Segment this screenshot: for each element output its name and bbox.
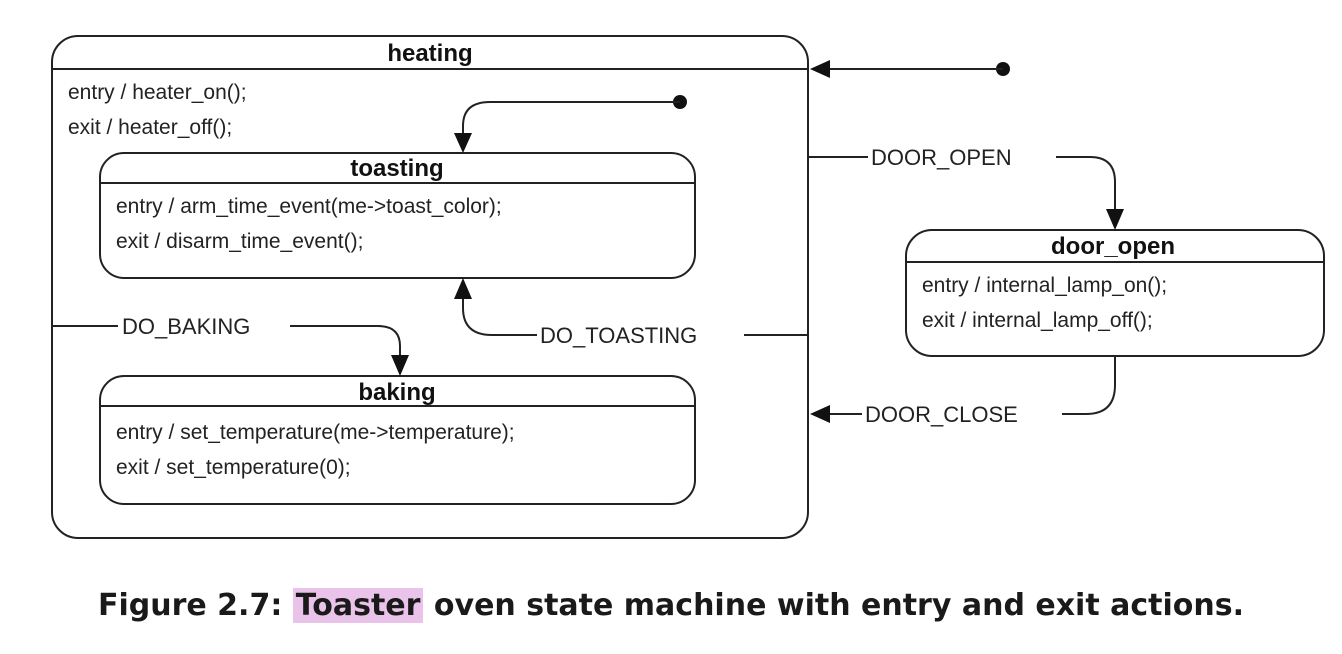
- transition-do-toasting: DO_TOASTING: [454, 278, 808, 348]
- baking-entry-action: entry / set_temperature(me->temperature)…: [116, 421, 515, 444]
- baking-exit-action: exit / set_temperature(0);: [116, 456, 351, 479]
- toasting-exit-action: exit / disarm_time_event();: [116, 230, 363, 253]
- initial-transition-toasting: [454, 95, 687, 153]
- caption-rest: oven state machine with entry and exit a…: [423, 588, 1244, 623]
- do-baking-event-label: DO_BAKING: [122, 314, 250, 339]
- door-open-title: door_open: [1051, 233, 1175, 260]
- transition-door-open: DOOR_OPEN: [808, 145, 1124, 230]
- door-close-event-label: DOOR_CLOSE: [865, 402, 1018, 427]
- door-open-event-label: DOOR_OPEN: [871, 145, 1012, 170]
- figure-caption: Figure 2.7: Toaster oven state machine w…: [0, 588, 1342, 623]
- arrowhead-icon: [810, 60, 830, 78]
- arrowhead-icon: [454, 278, 472, 299]
- toasting-title: toasting: [350, 155, 443, 182]
- transition-do-baking: DO_BAKING: [52, 314, 409, 376]
- caption-prefix: Figure 2.7:: [97, 588, 293, 623]
- heating-entry-action: entry / heater_on();: [68, 81, 247, 104]
- transition-door-close: DOOR_CLOSE: [810, 356, 1116, 427]
- door-open-exit-action: exit / internal_lamp_off();: [922, 309, 1153, 332]
- state-toasting: toasting entry / arm_time_event(me->toas…: [99, 152, 696, 279]
- arrowhead-icon: [391, 355, 409, 376]
- arrowhead-icon: [454, 133, 472, 153]
- baking-title: baking: [358, 379, 435, 406]
- do-toasting-event-label: DO_TOASTING: [540, 323, 697, 348]
- initial-transition-heating: [810, 60, 1010, 78]
- arrowhead-icon: [1106, 209, 1124, 230]
- heating-title: heating: [387, 40, 472, 67]
- state-door-open: door_open entry / internal_lamp_on(); ex…: [905, 229, 1325, 357]
- toasting-entry-action: entry / arm_time_event(me->toast_color);: [116, 195, 502, 218]
- arrowhead-icon: [810, 405, 830, 423]
- state-baking: baking entry / set_temperature(me->tempe…: [99, 375, 696, 505]
- heating-exit-action: exit / heater_off();: [68, 116, 232, 139]
- baking-box: [99, 375, 696, 505]
- toasting-box: [99, 152, 696, 279]
- caption-highlight: Toaster: [292, 588, 424, 623]
- state-machine-diagram: heating entry / heater_on(); exit / heat…: [51, 35, 1325, 539]
- door-open-entry-action: entry / internal_lamp_on();: [922, 274, 1167, 297]
